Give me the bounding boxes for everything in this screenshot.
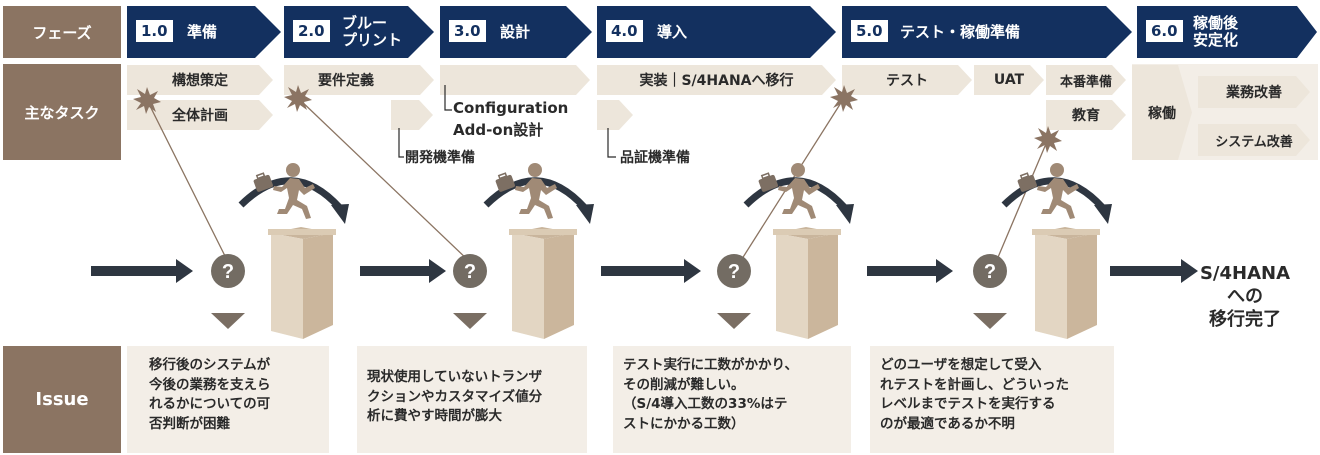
phase-5-name: テスト・稼働準備 <box>900 22 1021 41</box>
phase-5-number: 5.0 <box>851 20 888 42</box>
result-text: S/4HANA への 移行完了 <box>1190 262 1300 331</box>
issue-3-line-1: テスト実行に工数がかかり、 <box>623 357 798 373</box>
phase-6-name: 稼働後 安定化 <box>1193 14 1239 49</box>
phase-3-name: 設計 <box>500 22 531 41</box>
phase-1: 1.0 準備 <box>127 6 281 58</box>
phase-6: 6.0 稼働後 安定化 <box>1137 6 1317 58</box>
issue-2-line-2: クションやカスタマイズ値分 <box>367 388 543 405</box>
phase-4-name: 導入 <box>657 22 688 41</box>
phase-4: 4.0 導入 <box>597 6 836 58</box>
result-line-3: 移行完了 <box>1209 309 1281 330</box>
issue-box-2: 現状使用していないトランザ クションやカスタマイズ値分 析に費やす時間が膨大 <box>357 346 587 453</box>
phase-label: フェーズ <box>3 6 121 58</box>
issue-4-line-3: レベルまでテストを実行する <box>880 396 1056 412</box>
phase-5: 5.0 テスト・稼働準備 <box>842 6 1132 58</box>
task-system-improve: システム改善 <box>1198 124 1310 156</box>
phase-2-number: 2.0 <box>293 20 330 42</box>
task-concept: 構想策定 <box>127 65 273 95</box>
task-test: テスト <box>842 65 972 95</box>
tasks-label: 主なタスク <box>3 64 121 160</box>
phase-2: 2.0 ブルー プリント <box>284 6 434 58</box>
phase-1-number: 1.0 <box>136 20 173 42</box>
task-business-improve: 業務改善 <box>1198 76 1310 108</box>
issue-4-line-2: れテストを計画し、どういった <box>880 376 1069 393</box>
issue-1-line-3: れるかについての可 <box>149 396 271 412</box>
task-uat: UAT <box>974 65 1044 95</box>
phase-3-number: 3.0 <box>449 20 486 42</box>
issue-3-line-4: ストにかかる工数） <box>623 415 745 432</box>
issue-box-4: どのユーザを想定して受入 れテストを計画し、どういった レベルまでテストを実行す… <box>870 346 1114 453</box>
phase-4-number: 4.0 <box>606 20 643 42</box>
issue-box-3: テスト実行に工数がかかり、 その削減が難しい。 （S/4導入工数の33%はテ ス… <box>613 346 851 453</box>
issue-4-line-1: どのユーザを想定して受入 <box>880 357 1042 373</box>
task-addon-design: Add-on設計 <box>453 121 544 139</box>
issue-3-line-3: （S/4導入工数の33%はテ <box>623 396 788 412</box>
task-requirements: 要件定義 <box>284 65 434 95</box>
task-operation: 稼働 <box>1132 65 1192 160</box>
issue-label: Issue <box>3 346 121 453</box>
task-configuration: Configuration <box>453 99 569 117</box>
task-migration: 実装｜S/4HANAへ移行 <box>597 65 836 95</box>
issue-2-line-3: 析に費やす時間が膨大 <box>367 408 502 424</box>
task-prod-prep: 本番準備 <box>1046 65 1126 95</box>
result-line-1: S/4HANA <box>1199 263 1291 284</box>
phase-1-name: 準備 <box>187 22 218 41</box>
task-blank-3 <box>440 65 590 95</box>
issue-3-line-2: その削減が難しい。 <box>623 376 745 393</box>
task-training: 教育 <box>1046 100 1126 130</box>
task-dev-env: 開発機準備 <box>405 150 475 166</box>
task-qa-env: 品証機準備 <box>620 150 690 166</box>
issue-1-line-2: 今後の業務を支えら <box>149 376 271 393</box>
phase-2-name: ブルー プリント <box>342 14 403 49</box>
result-line-2: への <box>1227 286 1263 307</box>
phase-6-number: 6.0 <box>1146 20 1183 42</box>
issue-box-1: 移行後のシステムが 今後の業務を支えら れるかについての可 否判断が困難 <box>127 346 329 453</box>
issue-1-line-4: 否判断が困難 <box>149 415 230 432</box>
phase-3: 3.0 設計 <box>440 6 592 58</box>
issue-2-line-1: 現状使用していないトランザ <box>367 369 543 385</box>
issue-1-line-1: 移行後のシステムが <box>149 357 271 373</box>
issue-4-line-4: のが最適であるか不明 <box>880 415 1015 432</box>
